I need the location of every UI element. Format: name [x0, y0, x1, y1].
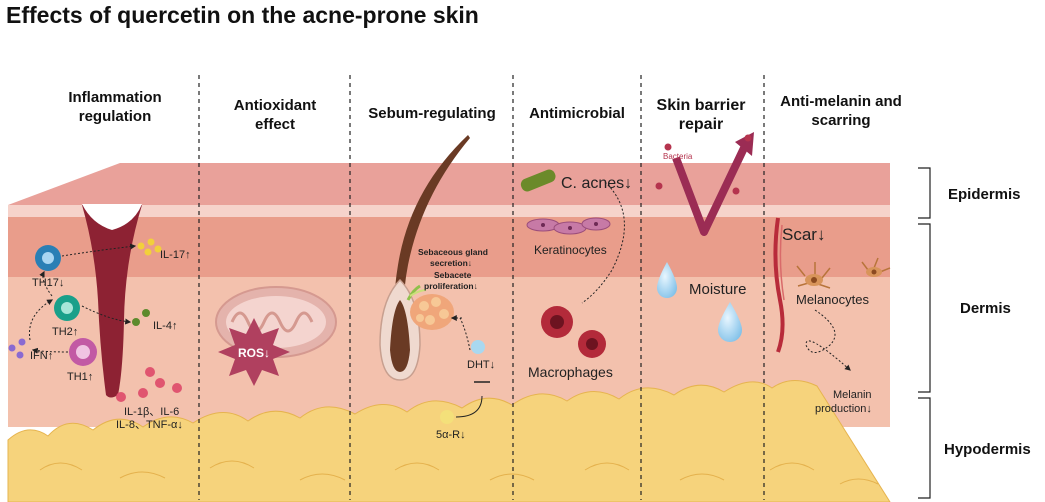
skin-top-surface	[8, 163, 890, 205]
barrier-panel: Bacteria Moisture	[655, 132, 754, 342]
keratinocytes-label: Keratinocytes	[534, 243, 607, 257]
fat-lobules	[39, 460, 879, 485]
th17-label: TH17↓	[32, 277, 64, 289]
barrier-arrow	[672, 146, 748, 236]
ros-starburst	[218, 318, 290, 386]
melanin-panel: Scar↓ Melanocytes Melanin production↓	[773, 217, 891, 415]
moisture-drop-2	[718, 302, 742, 342]
moisture-label: Moisture	[689, 281, 747, 298]
proliferation-label-2: proliferation↓	[424, 281, 478, 291]
acne-lesion	[82, 205, 142, 398]
inflammation-arrows	[28, 243, 137, 354]
th1-label: TH1↑	[67, 371, 93, 383]
gland-secretion-label-2: secretion↓	[430, 258, 472, 268]
dermis-bracket	[918, 223, 931, 393]
inflammation-panel: IL-17↑ TH17↓ TH2↑ IL-4↑ IFN↑ TH1↑ IL-1β、…	[8, 204, 191, 431]
dht-molecule	[471, 340, 485, 354]
il4-dots	[132, 309, 150, 326]
dermis-label: Dermis	[960, 300, 1011, 317]
gland-cells	[416, 297, 449, 325]
melanocytes-label: Melanocytes	[796, 292, 869, 307]
bacteria-label: Bacteria	[663, 152, 693, 161]
melanin-production-label-2: production↓	[815, 403, 872, 415]
il8-tnf-label: IL-8、TNF-α↓	[116, 419, 183, 431]
hypodermis-label: Hypodermis	[944, 441, 1031, 458]
dermis-upper-layer	[8, 217, 890, 277]
lesion-whitehead	[82, 204, 142, 230]
cytokine-dots	[116, 367, 182, 402]
dht-label: DHT↓	[467, 359, 495, 371]
c-acnes-label: C. acnes↓	[561, 175, 632, 192]
macrophage-cells	[541, 306, 606, 358]
hypodermis-fat-layer	[7, 380, 891, 502]
bacteria-particles	[655, 134, 752, 195]
figure-title: Effects of quercetin on the acne-prone s…	[6, 2, 479, 28]
epidermis-label: Epidermis	[948, 186, 1021, 203]
gland-secretion-label-1: Sebaceous gland	[418, 247, 488, 257]
scar-mark	[773, 217, 785, 353]
proliferation-label-1: Sebacete	[434, 270, 472, 280]
antimicrobial-panel: C. acnes↓ Keratinocytes Macrophages	[520, 169, 632, 380]
skin-block	[7, 163, 891, 502]
five-ar-molecule	[440, 410, 454, 424]
epidermis-bracket	[918, 167, 931, 219]
antioxidant-panel: ROS↓	[215, 286, 337, 386]
column-dividers	[198, 75, 765, 500]
il4-label: IL-4↑	[153, 320, 177, 332]
macrophages-label: Macrophages	[528, 364, 613, 380]
sebum-panel: Sebaceous gland secretion↓ Sebacete prol…	[379, 135, 495, 441]
scar-label: Scar↓	[782, 225, 825, 244]
il17-dots	[137, 238, 162, 256]
moisture-drop-1	[657, 262, 677, 298]
epidermis-layer	[8, 205, 890, 217]
five-ar-label: 5α-R↓	[436, 429, 466, 441]
heading-antimicrobial: Antimicrobial	[529, 105, 625, 122]
ifn-label: IFN↑	[30, 350, 53, 362]
il17-label: IL-17↑	[160, 249, 191, 261]
ros-label: ROS↓	[238, 346, 270, 360]
il1b-il6-label: IL-1β、IL-6	[124, 406, 179, 418]
heading-sebum-regulating: Sebum-regulating	[368, 105, 496, 122]
th2-label: TH2↑	[52, 326, 78, 338]
hypodermis-bracket	[918, 397, 931, 499]
ifn-dots	[8, 338, 26, 359]
layer-brackets	[918, 167, 931, 499]
c-acnes-bacterium	[520, 169, 556, 192]
melanin-production-label-1: Melanin	[833, 389, 872, 401]
